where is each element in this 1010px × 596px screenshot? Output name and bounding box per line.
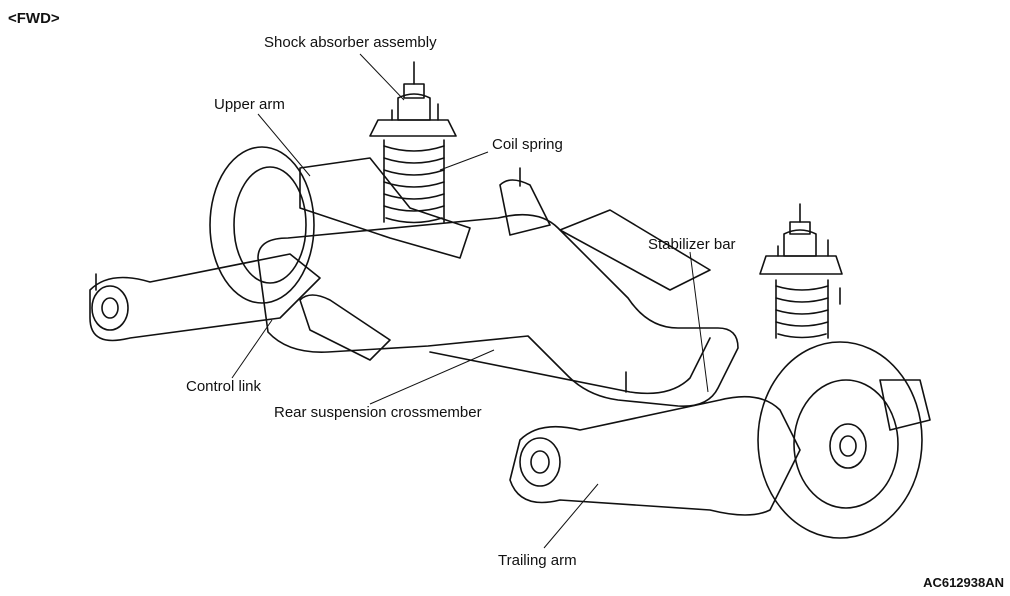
- right-coil-spring: [775, 279, 829, 339]
- left-shock-absorber: [369, 61, 457, 137]
- label-coil-spring: Coil spring: [492, 136, 563, 153]
- left-coil-spring: [383, 139, 445, 224]
- crossmember-shape: [257, 213, 739, 407]
- right-shock-absorber: [759, 203, 843, 275]
- leader-lines: [231, 53, 709, 549]
- label-upper-arm: Upper arm: [214, 96, 285, 113]
- figure-code: AC612938AN: [923, 575, 1004, 590]
- stabilizer-bar-shape: [429, 337, 711, 395]
- view-direction-tag: <FWD>: [8, 10, 60, 27]
- upper-arm-shape: [299, 157, 471, 259]
- label-crossmember: Rear suspension crossmember: [274, 404, 482, 421]
- label-trailing-arm: Trailing arm: [498, 552, 577, 569]
- label-shock-absorber: Shock absorber assembly: [264, 34, 437, 51]
- label-control-link: Control link: [186, 378, 262, 395]
- label-stabilizer-bar: Stabilizer bar: [648, 236, 736, 253]
- left-lower-arm: [89, 253, 321, 342]
- trailing-arm-shape: [509, 395, 801, 516]
- right-brake-disc: [757, 341, 923, 539]
- left-brake-disc: [209, 146, 315, 304]
